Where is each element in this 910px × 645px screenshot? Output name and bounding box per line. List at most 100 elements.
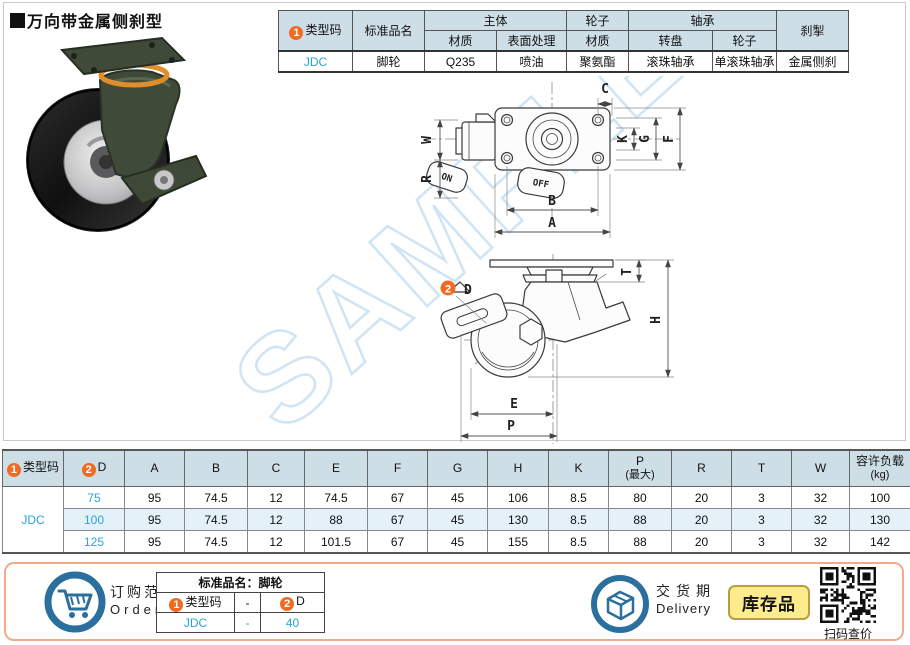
dim-cell: 74.5 bbox=[184, 530, 248, 554]
dim-cell: 12 bbox=[247, 530, 305, 554]
stock-badge: 库存品 bbox=[728, 585, 810, 620]
dim-d-value: 125 bbox=[63, 530, 125, 554]
dim-cell: 3 bbox=[731, 486, 792, 509]
dim-cell: 12 bbox=[247, 486, 305, 509]
dim-cell: 8.5 bbox=[548, 508, 609, 531]
delivery-labels: 交货期 Delivery bbox=[656, 581, 716, 616]
product-photo bbox=[26, 36, 208, 232]
spec-header-bearing: 轴承 bbox=[628, 10, 778, 31]
circled-2-badge: 2 bbox=[280, 597, 295, 611]
dim-col-header: G bbox=[427, 449, 488, 487]
circled-1-badge: 1 bbox=[6, 462, 21, 477]
dim-cell: 106 bbox=[487, 486, 549, 509]
dim-cell: 67 bbox=[367, 486, 428, 509]
spec-value-standard-name: 脚轮 bbox=[352, 50, 425, 73]
dim-cell: 45 bbox=[427, 486, 488, 509]
dim-cell: 8.5 bbox=[548, 486, 609, 509]
spec-value-body-material: Q235 bbox=[424, 50, 497, 73]
dim-cell: 95 bbox=[124, 486, 185, 509]
dim-cell: 130 bbox=[487, 508, 549, 531]
dim-d-value: 100 bbox=[63, 508, 125, 531]
brake-on-lever: ON bbox=[426, 161, 468, 193]
package-icon bbox=[591, 575, 649, 633]
spec-header-wheel: 轮子 bbox=[566, 10, 630, 31]
dim-label-d: D bbox=[464, 283, 472, 298]
dim-cell: 74.5 bbox=[184, 508, 248, 531]
dim-cell: 88 bbox=[304, 508, 368, 531]
dim-cell: 100 bbox=[849, 486, 910, 509]
order-value-d: 40 bbox=[259, 612, 326, 633]
dim-label-h: H bbox=[649, 316, 664, 324]
dim-d-value: 75 bbox=[63, 486, 125, 509]
technical-drawings: SAMPLE ON OFF bbox=[228, 76, 716, 446]
dim-label-e: E bbox=[510, 397, 518, 412]
circled-2-badge: 2 bbox=[81, 462, 96, 477]
dim-label-b: B bbox=[548, 194, 556, 209]
circled-2-badge-number: 2 bbox=[445, 284, 451, 296]
dim-cell: 74.5 bbox=[304, 486, 368, 509]
dim-col-header: C bbox=[247, 449, 305, 487]
dim-label-k: K bbox=[616, 135, 631, 143]
spec-header-brake: 刹掣 bbox=[776, 10, 850, 52]
spec-value-brake: 金属侧刹 bbox=[776, 50, 850, 73]
qr-code bbox=[820, 567, 876, 623]
dim-cell: 67 bbox=[367, 530, 428, 554]
dim-label-p: P bbox=[507, 419, 515, 434]
dim-cell: 3 bbox=[731, 508, 792, 531]
page-title: 万向带金属侧刹型 bbox=[10, 8, 163, 32]
spec-value-bearing-wheel: 单滚珠轴承 bbox=[712, 50, 778, 73]
dim-col-header: H bbox=[487, 449, 549, 487]
dim-cell: 74.5 bbox=[184, 486, 248, 509]
spec-header-body-material: 材质 bbox=[424, 30, 497, 52]
dim-cell: 12 bbox=[247, 508, 305, 531]
dim-label-a: A bbox=[548, 216, 556, 231]
dim-col-header: T bbox=[731, 449, 792, 487]
dim-label-g: G bbox=[638, 135, 653, 143]
dim-col-header: F bbox=[367, 449, 428, 487]
circled-1-badge: 1 bbox=[169, 598, 184, 612]
dim-col-header: B bbox=[184, 449, 248, 487]
spec-value-surface: 喷油 bbox=[495, 50, 568, 73]
dim-cell: 80 bbox=[608, 486, 672, 509]
dim-cell: 95 bbox=[124, 508, 185, 531]
spec-value-bearing-swivel: 滚珠轴承 bbox=[628, 50, 714, 73]
spec-header-bearing-wheel: 轮子 bbox=[712, 30, 778, 52]
dim-label-f: F bbox=[662, 135, 677, 143]
dim-col-header: W bbox=[791, 449, 850, 487]
delivery-label-cn: 交货期 bbox=[656, 583, 716, 599]
order-value-dash: - bbox=[234, 612, 261, 633]
dim-cell: 155 bbox=[487, 530, 549, 554]
spec-header-wheel-material: 材质 bbox=[566, 30, 630, 52]
delivery-label-en: Delivery bbox=[656, 601, 711, 616]
qr-caption: 扫码查价 bbox=[823, 627, 872, 641]
spec-value-wheel-material: 聚氨酯 bbox=[566, 50, 630, 73]
upper-section-frame bbox=[3, 2, 906, 441]
dim-col-header: K bbox=[548, 449, 609, 487]
dim-cell: 45 bbox=[427, 530, 488, 554]
dim-cell: 67 bbox=[367, 508, 428, 531]
spec-header-standard-name: 标准品名 bbox=[352, 10, 425, 52]
side-view-drawing: 2 D T H E P bbox=[440, 254, 674, 444]
cart-icon bbox=[44, 571, 106, 633]
dim-label-t: T bbox=[620, 268, 635, 276]
side-brake-lever bbox=[440, 293, 508, 339]
spec-header-surface: 表面处理 bbox=[495, 30, 568, 52]
dim-col-header: 容许负载(kg) bbox=[849, 449, 910, 487]
order-header-dash: - bbox=[234, 592, 261, 613]
dim-cell: 142 bbox=[849, 530, 910, 554]
dim-cell: 20 bbox=[671, 486, 732, 509]
dim-cell: 88 bbox=[608, 508, 672, 531]
